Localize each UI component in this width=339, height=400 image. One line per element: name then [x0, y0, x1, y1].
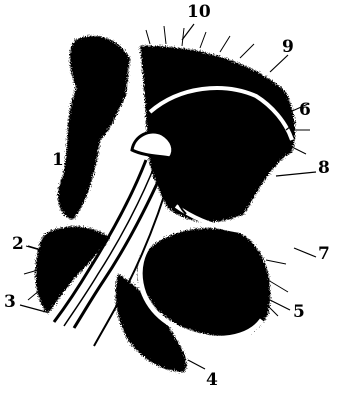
label-5: 5 [293, 304, 305, 321]
dark-mass-upper-left [58, 36, 130, 220]
central-cap [132, 132, 173, 158]
label-7: 7 [318, 246, 330, 263]
label-8: 8 [318, 160, 330, 177]
dark-mass-lower-left [36, 226, 111, 314]
label-9: 9 [282, 39, 294, 56]
label-2: 2 [12, 236, 24, 253]
label-1: 1 [52, 152, 64, 169]
label-4: 4 [206, 372, 218, 389]
label-6: 6 [299, 102, 311, 119]
label-3: 3 [4, 294, 16, 311]
label-10: 10 [187, 4, 211, 21]
